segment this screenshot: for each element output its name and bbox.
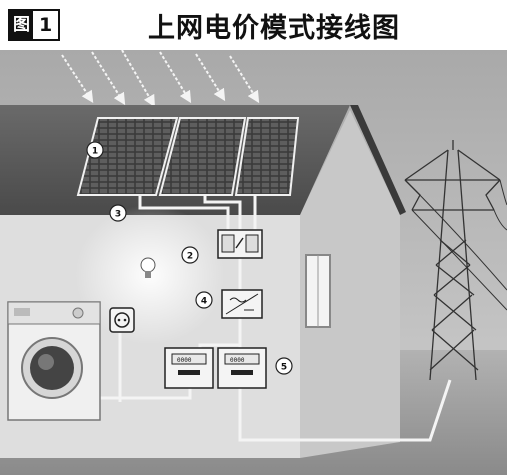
wall-socket bbox=[109, 307, 135, 333]
diagram-title: 上网电价模式接线图 bbox=[148, 13, 400, 44]
generation-meter-box bbox=[217, 229, 263, 259]
callout-2-label: 2 bbox=[187, 252, 193, 262]
callout-3: 3 bbox=[109, 204, 127, 222]
callout-1: 1 bbox=[86, 141, 104, 159]
figure-badge: 图 1 bbox=[8, 9, 61, 41]
house-grid-illustration: 0000 0000 bbox=[0, 50, 507, 475]
figure-number: 1 bbox=[33, 11, 59, 39]
lightbulb-icon bbox=[140, 257, 156, 278]
electricity-meter-1: 0000 bbox=[164, 347, 214, 389]
figure-header: 图 1 上网电价模式接线图 bbox=[0, 0, 507, 50]
callout-4: 4 bbox=[195, 291, 213, 309]
meter-1-reading: 0000 bbox=[177, 357, 192, 364]
callout-5: 5 bbox=[275, 357, 293, 375]
callout-5-label: 5 bbox=[281, 363, 287, 373]
house-gable bbox=[300, 110, 400, 458]
roof-edge bbox=[350, 105, 406, 215]
callout-2: 2 bbox=[181, 246, 199, 264]
sunlight-rays bbox=[61, 50, 260, 108]
figure-label: 图 bbox=[10, 11, 33, 39]
callout-4-label: 4 bbox=[201, 297, 207, 307]
electricity-meter-2: 0000 bbox=[217, 347, 267, 389]
callout-3-label: 3 bbox=[115, 210, 121, 220]
power-pylon bbox=[404, 140, 501, 381]
washing-machine bbox=[7, 301, 101, 421]
power-lines bbox=[404, 179, 507, 311]
solar-panel-array bbox=[76, 117, 300, 196]
callout-1-label: 1 bbox=[92, 147, 98, 157]
meter-2-reading: 0000 bbox=[230, 357, 245, 364]
inverter bbox=[221, 289, 263, 319]
